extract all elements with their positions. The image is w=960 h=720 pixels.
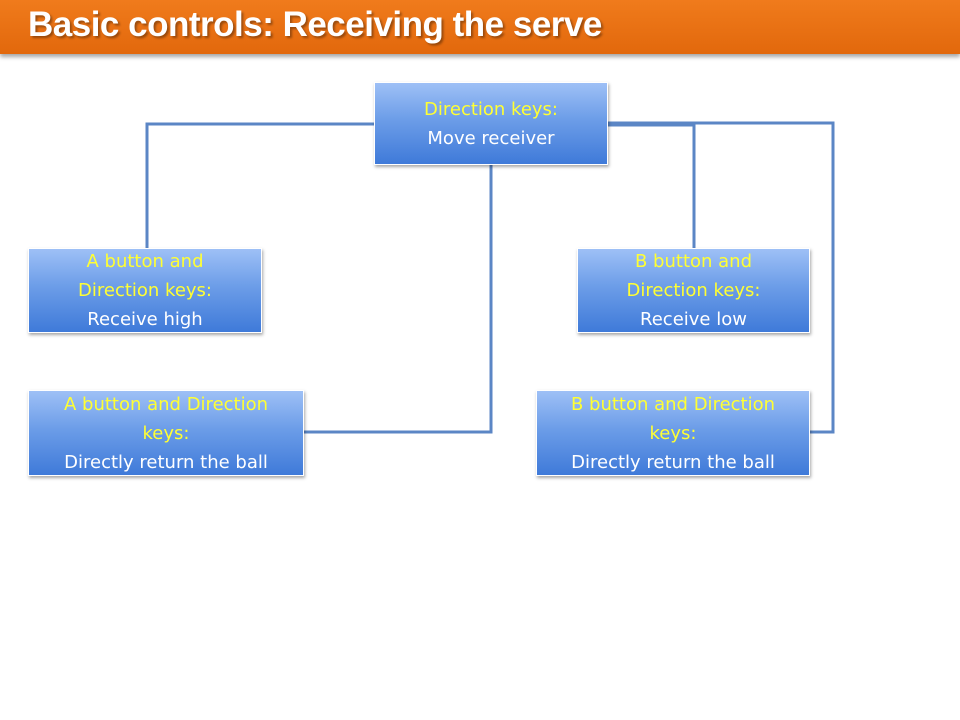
box-a-direct-return-action: Directly return the ball [64,451,268,473]
box-receive-high: A button and Direction keys: Receive hig… [28,248,262,333]
connector-move-to-a-high [145,122,375,250]
connector-move-to-b-low [606,123,696,250]
box-receive-high-action: Receive high [87,309,203,330]
box-b-direct-return-keys: B button and Direction keys: [570,393,776,444]
box-move-receiver-keys: Direction keys: [424,98,558,120]
title-bar: Basic controls: Receiving the serve [0,0,960,54]
box-a-direct-return-keys: A button and Direction keys: [63,393,269,444]
slide-title: Basic controls: Receiving the serve [28,5,602,44]
box-b-direct-return-action: Directly return the ball [571,451,775,473]
box-receive-low-keys: B button and Direction keys: [626,251,761,301]
box-b-direct-return: B button and Direction keys: Directly re… [536,390,810,476]
connector-move-to-a-return [303,164,493,434]
box-a-direct-return: A button and Direction keys: Directly re… [28,390,304,476]
box-move-receiver: Direction keys: Move receiver [374,82,608,165]
box-move-receiver-action: Move receiver [427,127,555,149]
box-receive-low: B button and Direction keys: Receive low [577,248,810,333]
box-receive-high-keys: A button and Direction keys: [78,251,212,301]
box-receive-low-action: Receive low [640,309,747,330]
connector-move-to-b-return [606,121,835,434]
